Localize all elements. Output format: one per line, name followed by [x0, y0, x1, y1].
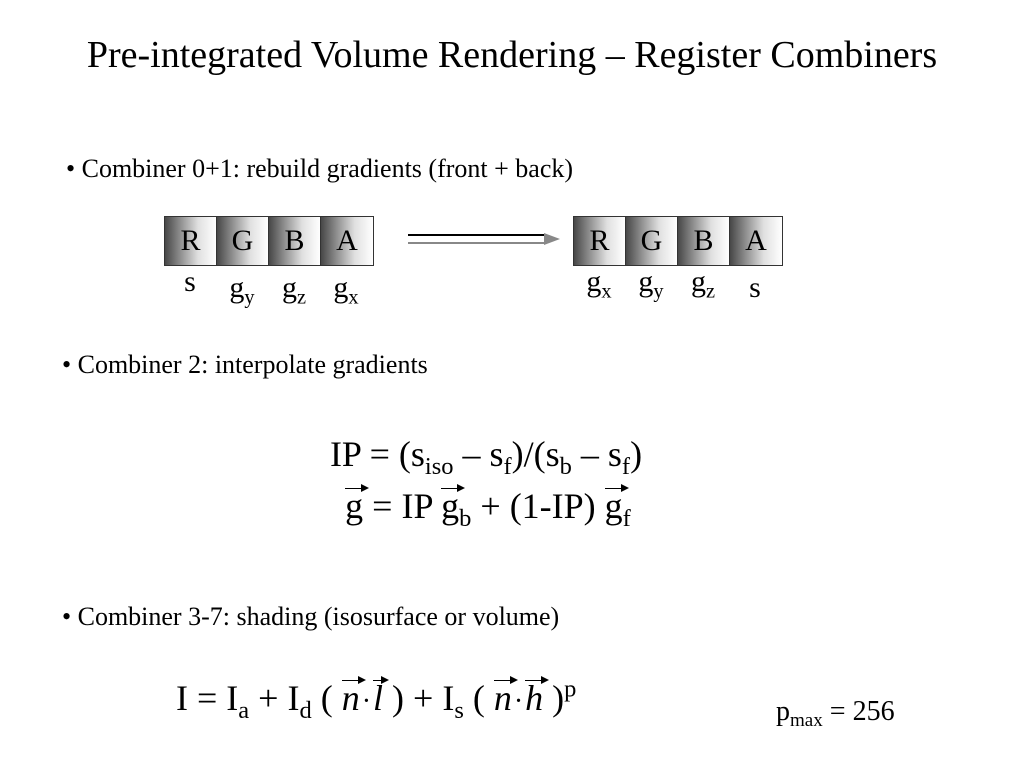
register-right-labels: gx gy gz s: [573, 266, 781, 304]
register-right-b: B: [678, 217, 730, 265]
register-left-r: R: [165, 217, 217, 265]
transform-arrow-icon: [408, 233, 560, 245]
gradient-back-vector: g: [441, 484, 466, 526]
register-right-a: A: [730, 217, 782, 265]
register-left-g: G: [217, 217, 269, 265]
halfway-vector: h: [525, 676, 550, 718]
equation-ip: IP = (siso – sf)/(sb – sf): [329, 434, 643, 480]
reg-right-label-b: gz: [690, 265, 716, 303]
register-left-a: A: [321, 217, 373, 265]
reg-right-label-a: s: [749, 271, 761, 304]
bullet-combiner-2: • Combiner 2: interpolate gradients: [62, 350, 428, 379]
normal-vector: n: [341, 676, 366, 718]
register-right: R G B A: [573, 216, 783, 266]
reg-left-label-b: gz: [281, 271, 307, 309]
register-left-b: B: [269, 217, 321, 265]
register-left-labels: s gy gz gx: [164, 265, 372, 309]
register-right-r: R: [574, 217, 626, 265]
reg-left-label-a: gx: [333, 271, 359, 309]
reg-right-label-g: gy: [638, 265, 664, 303]
gradient-front-vector: g: [604, 484, 629, 526]
pmax-label: pmax = 256: [776, 696, 895, 732]
slide-title: Pre-integrated Volume Rendering – Regist…: [86, 34, 938, 76]
bullet-combiner-3-7: • Combiner 3-7: shading (isosurface or v…: [62, 602, 560, 631]
reg-left-label-g: gy: [229, 271, 255, 309]
normal-vector-2: n: [493, 676, 518, 718]
reg-right-label-r: gx: [586, 265, 612, 303]
gradient-vector: g: [345, 484, 370, 526]
register-right-g: G: [626, 217, 678, 265]
equation-shading: I = Ia + Id ( n·l ) + Is ( n·h )p: [176, 675, 577, 724]
bullet-combiner-0-1: • Combiner 0+1: rebuild gradients (front…: [66, 154, 574, 183]
reg-left-label-r: s: [184, 265, 196, 298]
register-left: R G B A: [164, 216, 374, 266]
light-vector: l: [373, 676, 390, 718]
equation-gradient: g = IP gb + (1-IP) gf: [345, 484, 631, 532]
